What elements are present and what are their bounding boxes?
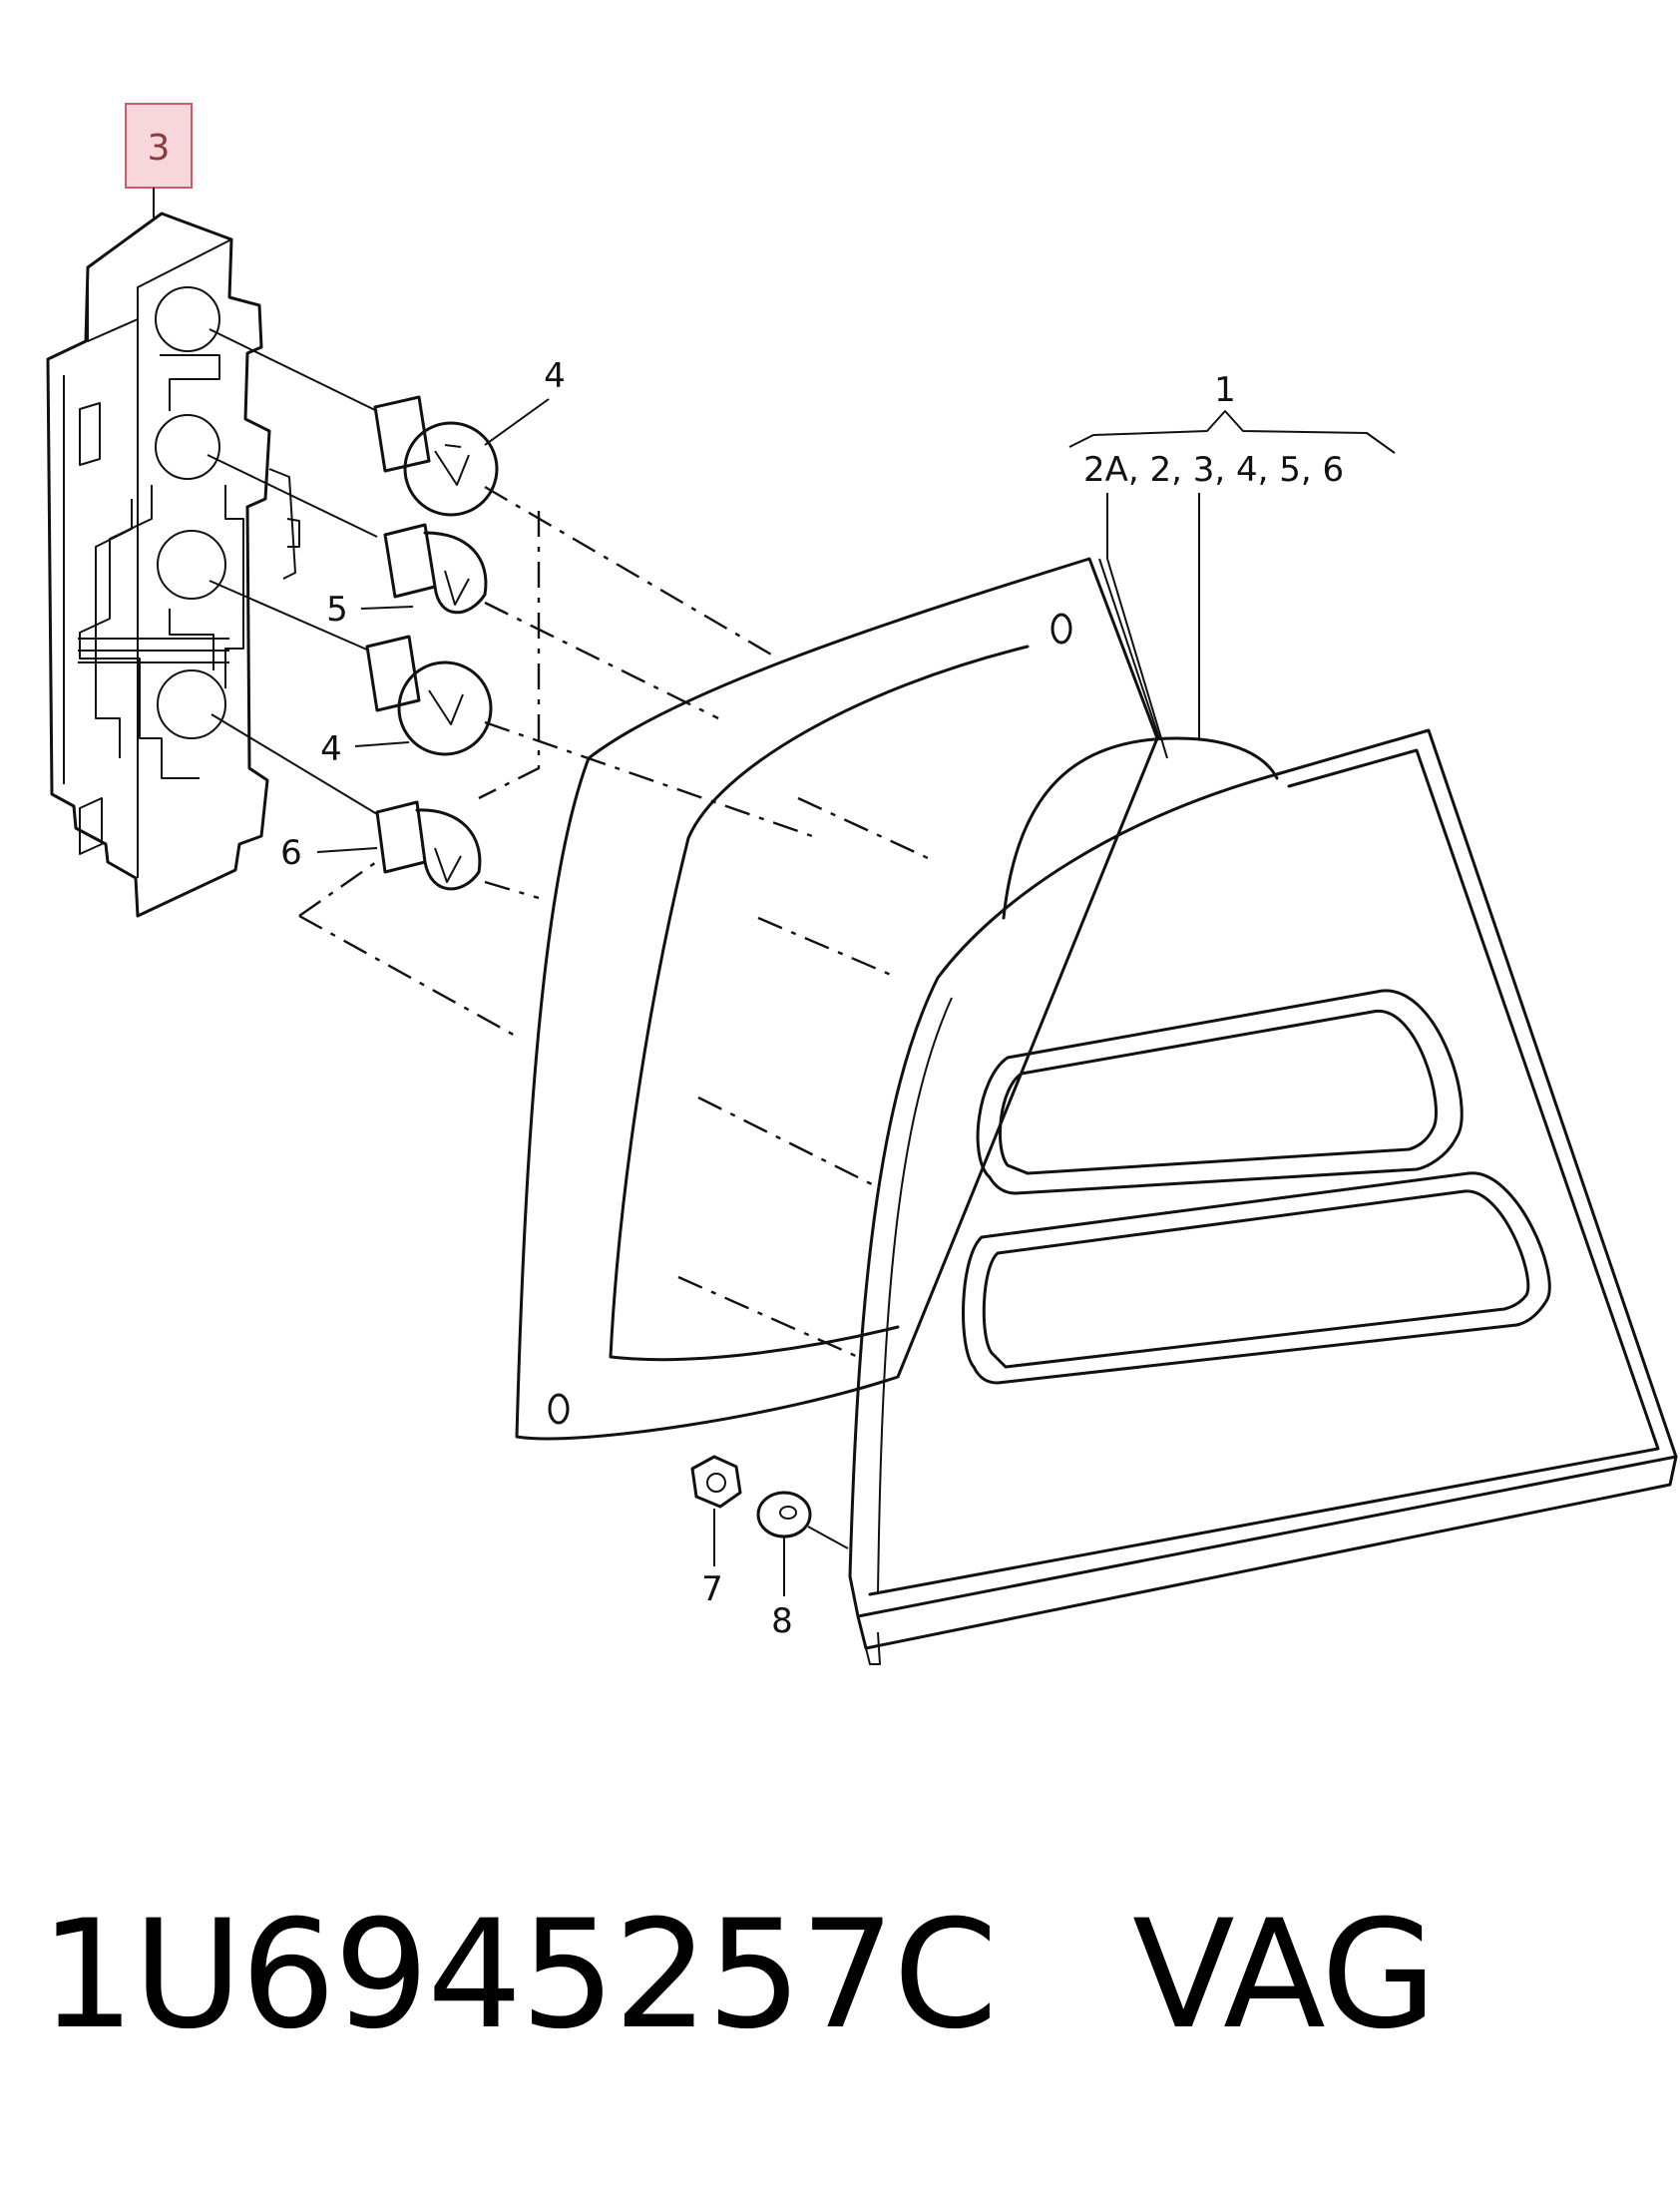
callout-5[interactable]: 5 <box>326 590 348 630</box>
callout-4-lower[interactable]: 4 <box>320 729 342 769</box>
bulb-6 <box>375 800 482 891</box>
bulb-holder-part-3 <box>46 212 300 918</box>
callout-3-label: 3 <box>148 128 171 169</box>
part-number-caption: 1U6945257C VAG <box>40 1889 1437 2062</box>
tail-light-housing-part-1 <box>515 557 1678 1665</box>
washer-part-8 <box>756 1491 849 1596</box>
bulb-5 <box>383 523 488 615</box>
callout-4-upper[interactable]: 4 <box>544 356 566 396</box>
bulb-4-lower <box>365 635 493 756</box>
callout-group-2a-2-3-4-5-6[interactable]: 2A, 2, 3, 4, 5, 6 <box>1083 450 1344 490</box>
callout-6[interactable]: 6 <box>280 833 302 873</box>
callout-8[interactable]: 8 <box>771 1601 793 1641</box>
nut-part-7 <box>690 1455 742 1566</box>
callout-1[interactable]: 1 <box>1214 370 1236 410</box>
callout-7[interactable]: 7 <box>701 1569 723 1609</box>
callout-3-highlight[interactable]: 3 <box>125 103 193 218</box>
bulb-4-upper <box>373 395 499 517</box>
exploded-parts-diagram: 3 <box>46 103 1678 1665</box>
callout-3-box[interactable] <box>125 103 193 189</box>
